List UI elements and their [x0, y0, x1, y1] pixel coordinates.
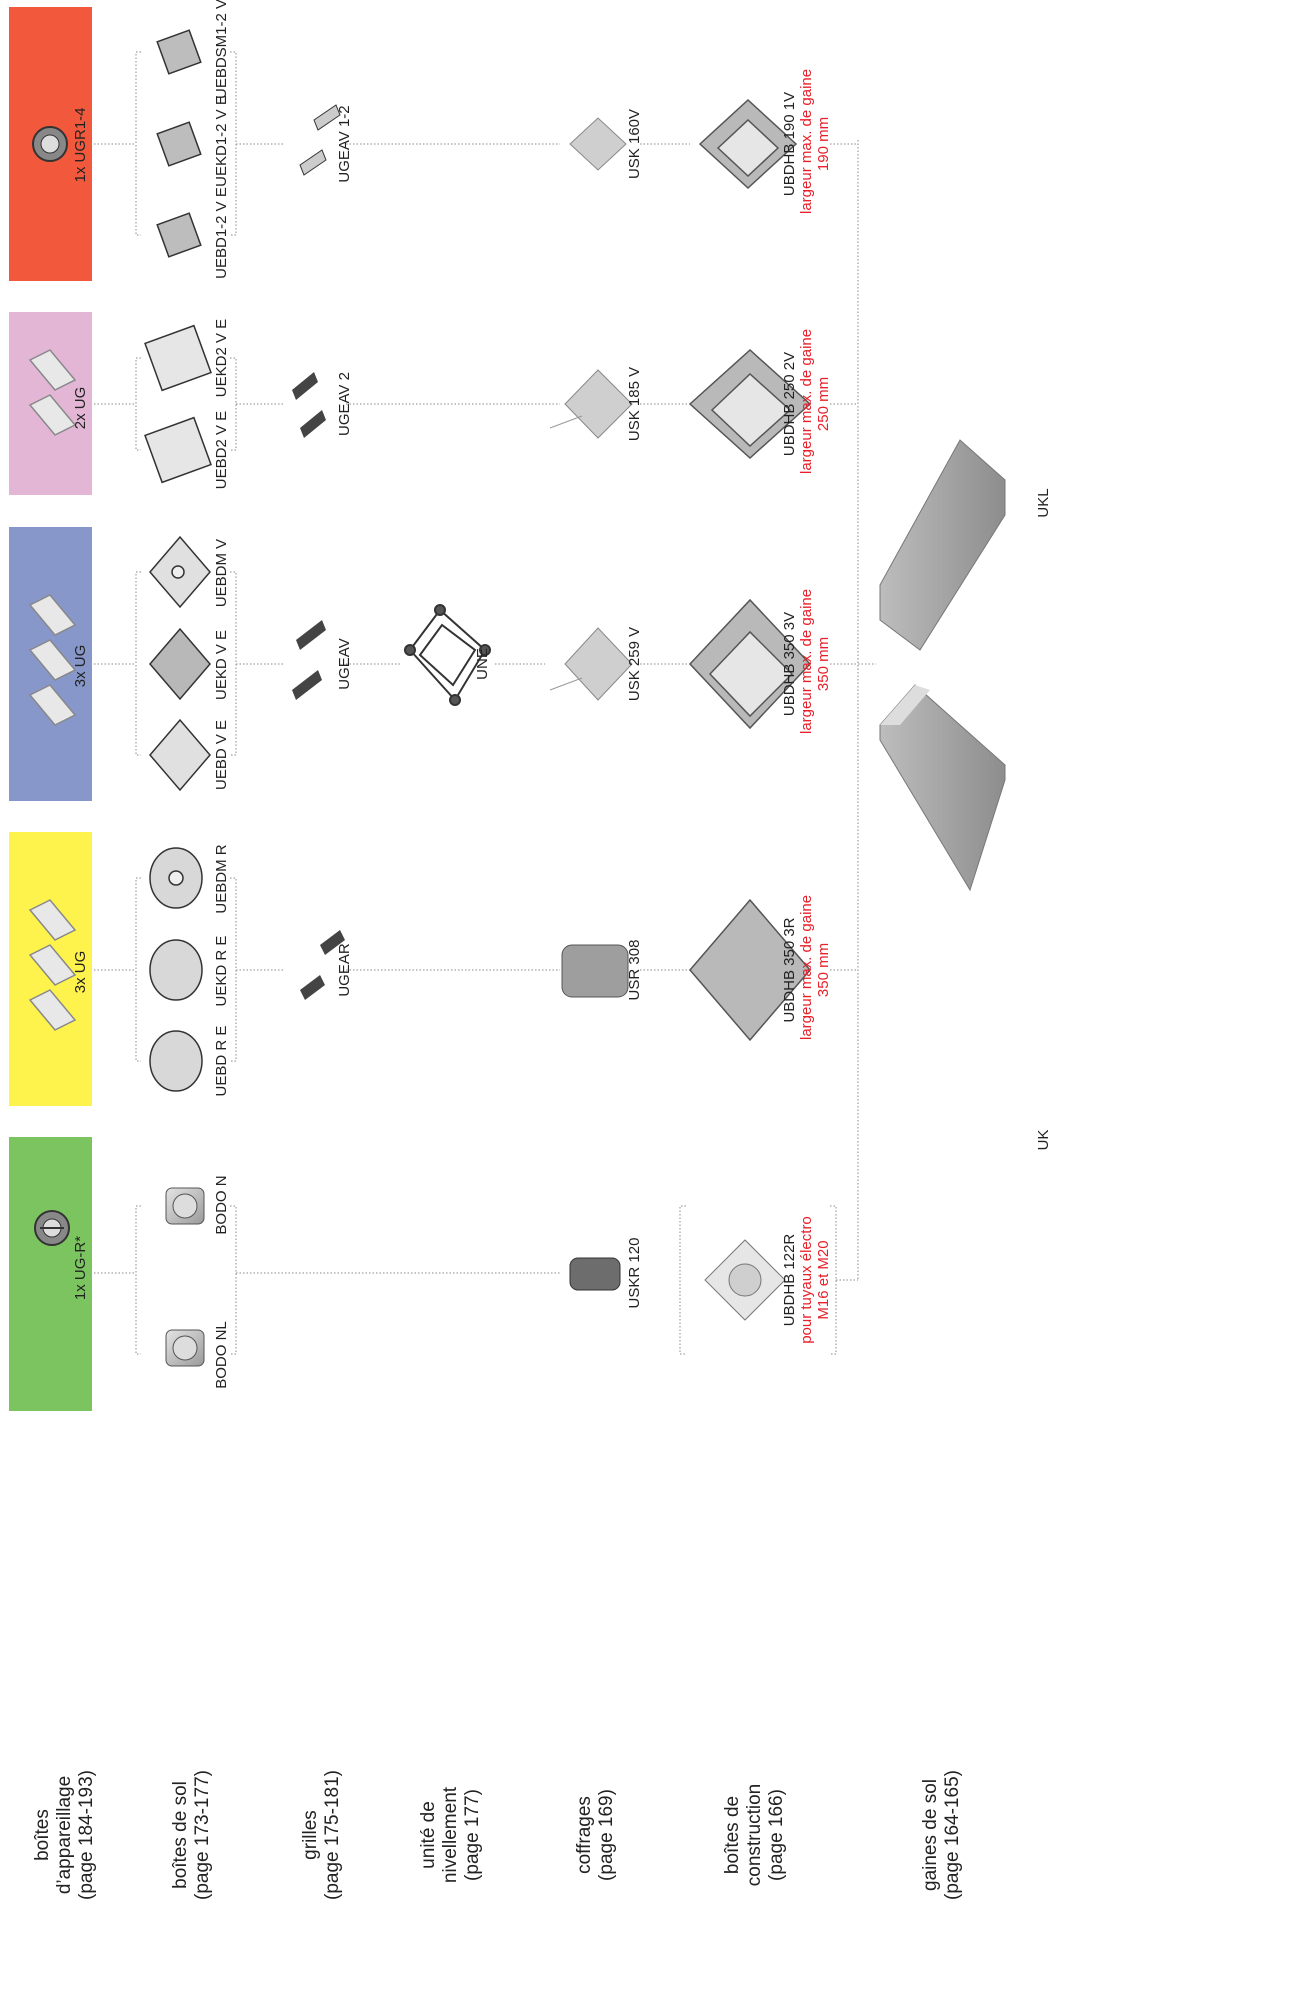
round-formwork-icon: [562, 945, 628, 1290]
single-floor-box-icon: [157, 30, 201, 257]
floor-box-label: BODO NL: [213, 1310, 230, 1400]
construction-box-name: UBDHB 122R: [781, 1210, 798, 1350]
floor-box-label: UEBDSM1-2 V: [213, 0, 230, 104]
floor-box-label: UEKD V E: [213, 620, 230, 710]
row-label-coffrages: coffrages (page 169): [574, 1750, 618, 1920]
row-label-line: boîtes: [32, 1750, 54, 1920]
bodo-n-icon: [166, 1188, 204, 1224]
formwork-label: USK 259 V: [626, 622, 643, 706]
row-label-line: (page 175-181): [322, 1750, 344, 1920]
row-label-boites-appareillage: boîtes d’appareillage (page 184-193): [32, 1750, 98, 1920]
row-label-line: grilles: [300, 1750, 322, 1920]
construction-box-name: UBDHB 250 2V: [781, 334, 798, 474]
construction-box-label: UBDHB 350 3R largeur max. de gaine 350 m…: [781, 900, 832, 1040]
row-label-line: unité de: [418, 1750, 440, 1920]
construction-box-name: UBDHB 350 3V: [781, 594, 798, 734]
construction-box-note: pour tuyaux électro: [798, 1210, 815, 1350]
floor-box-label: UEBDM V: [213, 528, 230, 618]
floor-box-label: UEBD2 V E: [213, 405, 230, 495]
row-label-line: nivellement: [440, 1750, 462, 1920]
double-device-box-icon: [30, 350, 75, 435]
floor-duct-label: UKL: [1035, 483, 1052, 523]
construction-box-note: largeur max. de gaine: [798, 334, 815, 474]
row-label-line: (page 169): [596, 1750, 618, 1920]
construction-box-note: 190 mm: [815, 74, 832, 214]
formwork-label: USR 308: [626, 930, 643, 1010]
floor-box-label: UEBD V E: [213, 710, 230, 800]
row-label-boites-construction: boîtes de construction (page 166): [722, 1750, 788, 1920]
floor-box-label: UEKD R E: [213, 926, 230, 1016]
row-label-line: d’appareillage: [54, 1750, 76, 1920]
construction-box-note: largeur max. de gaine: [798, 900, 815, 1040]
device-box-label: 3x UG: [72, 626, 89, 706]
row-label-grilles: grilles (page 175-181): [300, 1750, 344, 1920]
device-box-label: 1x UG-R*: [72, 1218, 89, 1318]
row-label-line: (page 166): [766, 1750, 788, 1920]
grid-label: UGEAV 2: [336, 364, 353, 444]
row-label-line: boîtes de: [722, 1750, 744, 1920]
row-label-line: (page 173-177): [192, 1750, 214, 1920]
formwork-label: USKR 120: [626, 1228, 643, 1318]
floor-box-label: UEBDM R: [213, 834, 230, 924]
row-label-line: gaines de sol: [920, 1750, 942, 1920]
round-device-box-icon: [35, 1211, 69, 1245]
construction-box-name: UBDHB 190 1V: [781, 74, 798, 214]
triple-device-box-round-icon: [30, 900, 75, 1030]
construction-box-122r-icon: [705, 1240, 785, 1320]
device-box-label: 3x UG: [72, 932, 89, 1012]
square-floor-box-icon: [150, 537, 210, 790]
grid-label: UGEAV 1-2: [336, 104, 353, 184]
floor-duct-label: UK: [1035, 1120, 1052, 1160]
device-box-label: 1x UGR1-4: [72, 80, 89, 210]
row-label-line: construction: [744, 1750, 766, 1920]
device-box-label: 2x UG: [72, 368, 89, 448]
grid-clip-icon: [292, 105, 345, 1000]
grid-label: UGEAV: [336, 624, 353, 704]
construction-box-note: 350 mm: [815, 594, 832, 734]
floor-duct-icon: [880, 440, 1005, 890]
row-label-line: coffrages: [574, 1750, 596, 1920]
row-label-line: (page 164-165): [942, 1750, 964, 1920]
round-floor-box-icon: [150, 848, 202, 1091]
construction-box-note: 350 mm: [815, 900, 832, 1040]
construction-box-name: UBDHB 350 3R: [781, 900, 798, 1040]
square-formwork-icon: [550, 118, 632, 700]
double-floor-box-icon: [145, 326, 211, 483]
construction-box-label: UBDHB 190 1V largeur max. de gaine 190 m…: [781, 74, 832, 214]
leveling-unit-label: UNE: [474, 644, 491, 684]
single-device-box-icon: [33, 127, 67, 161]
floor-box-label: UEKD2 V E: [213, 313, 230, 403]
grid-label: UGEAR: [336, 930, 353, 1010]
bodo-nl-icon: [166, 1330, 204, 1366]
construction-box-note: largeur max. de gaine: [798, 74, 815, 214]
construction-box-note: M16 et M20: [815, 1210, 832, 1350]
row-label-line: (page 184-193): [76, 1750, 98, 1920]
construction-box-label: UBDHB 350 3V largeur max. de gaine 350 m…: [781, 594, 832, 734]
row-label-unite-nivellement: unité de nivellement (page 177): [418, 1750, 484, 1920]
triple-device-box-square-icon: [30, 595, 75, 725]
row-label-line: boîtes de sol: [170, 1750, 192, 1920]
formwork-label: USK 185 V: [626, 364, 643, 444]
construction-box-label: UBDHB 250 2V largeur max. de gaine 250 m…: [781, 334, 832, 474]
formwork-label: USK 160V: [626, 104, 643, 184]
construction-box-note: 250 mm: [815, 334, 832, 474]
construction-box-note: largeur max. de gaine: [798, 594, 815, 734]
row-label-line: (page 177): [462, 1750, 484, 1920]
floor-box-label: BODO N: [213, 1160, 230, 1250]
row-label-boites-de-sol: boîtes de sol (page 173-177): [170, 1750, 214, 1920]
row-label-gaines-de-sol: gaines de sol (page 164-165): [920, 1750, 964, 1920]
floor-box-label: UEBD R E: [213, 1016, 230, 1106]
construction-box-diamond-icon: [690, 100, 810, 1040]
construction-box-label: UBDHB 122R pour tuyaux électro M16 et M2…: [781, 1210, 832, 1350]
